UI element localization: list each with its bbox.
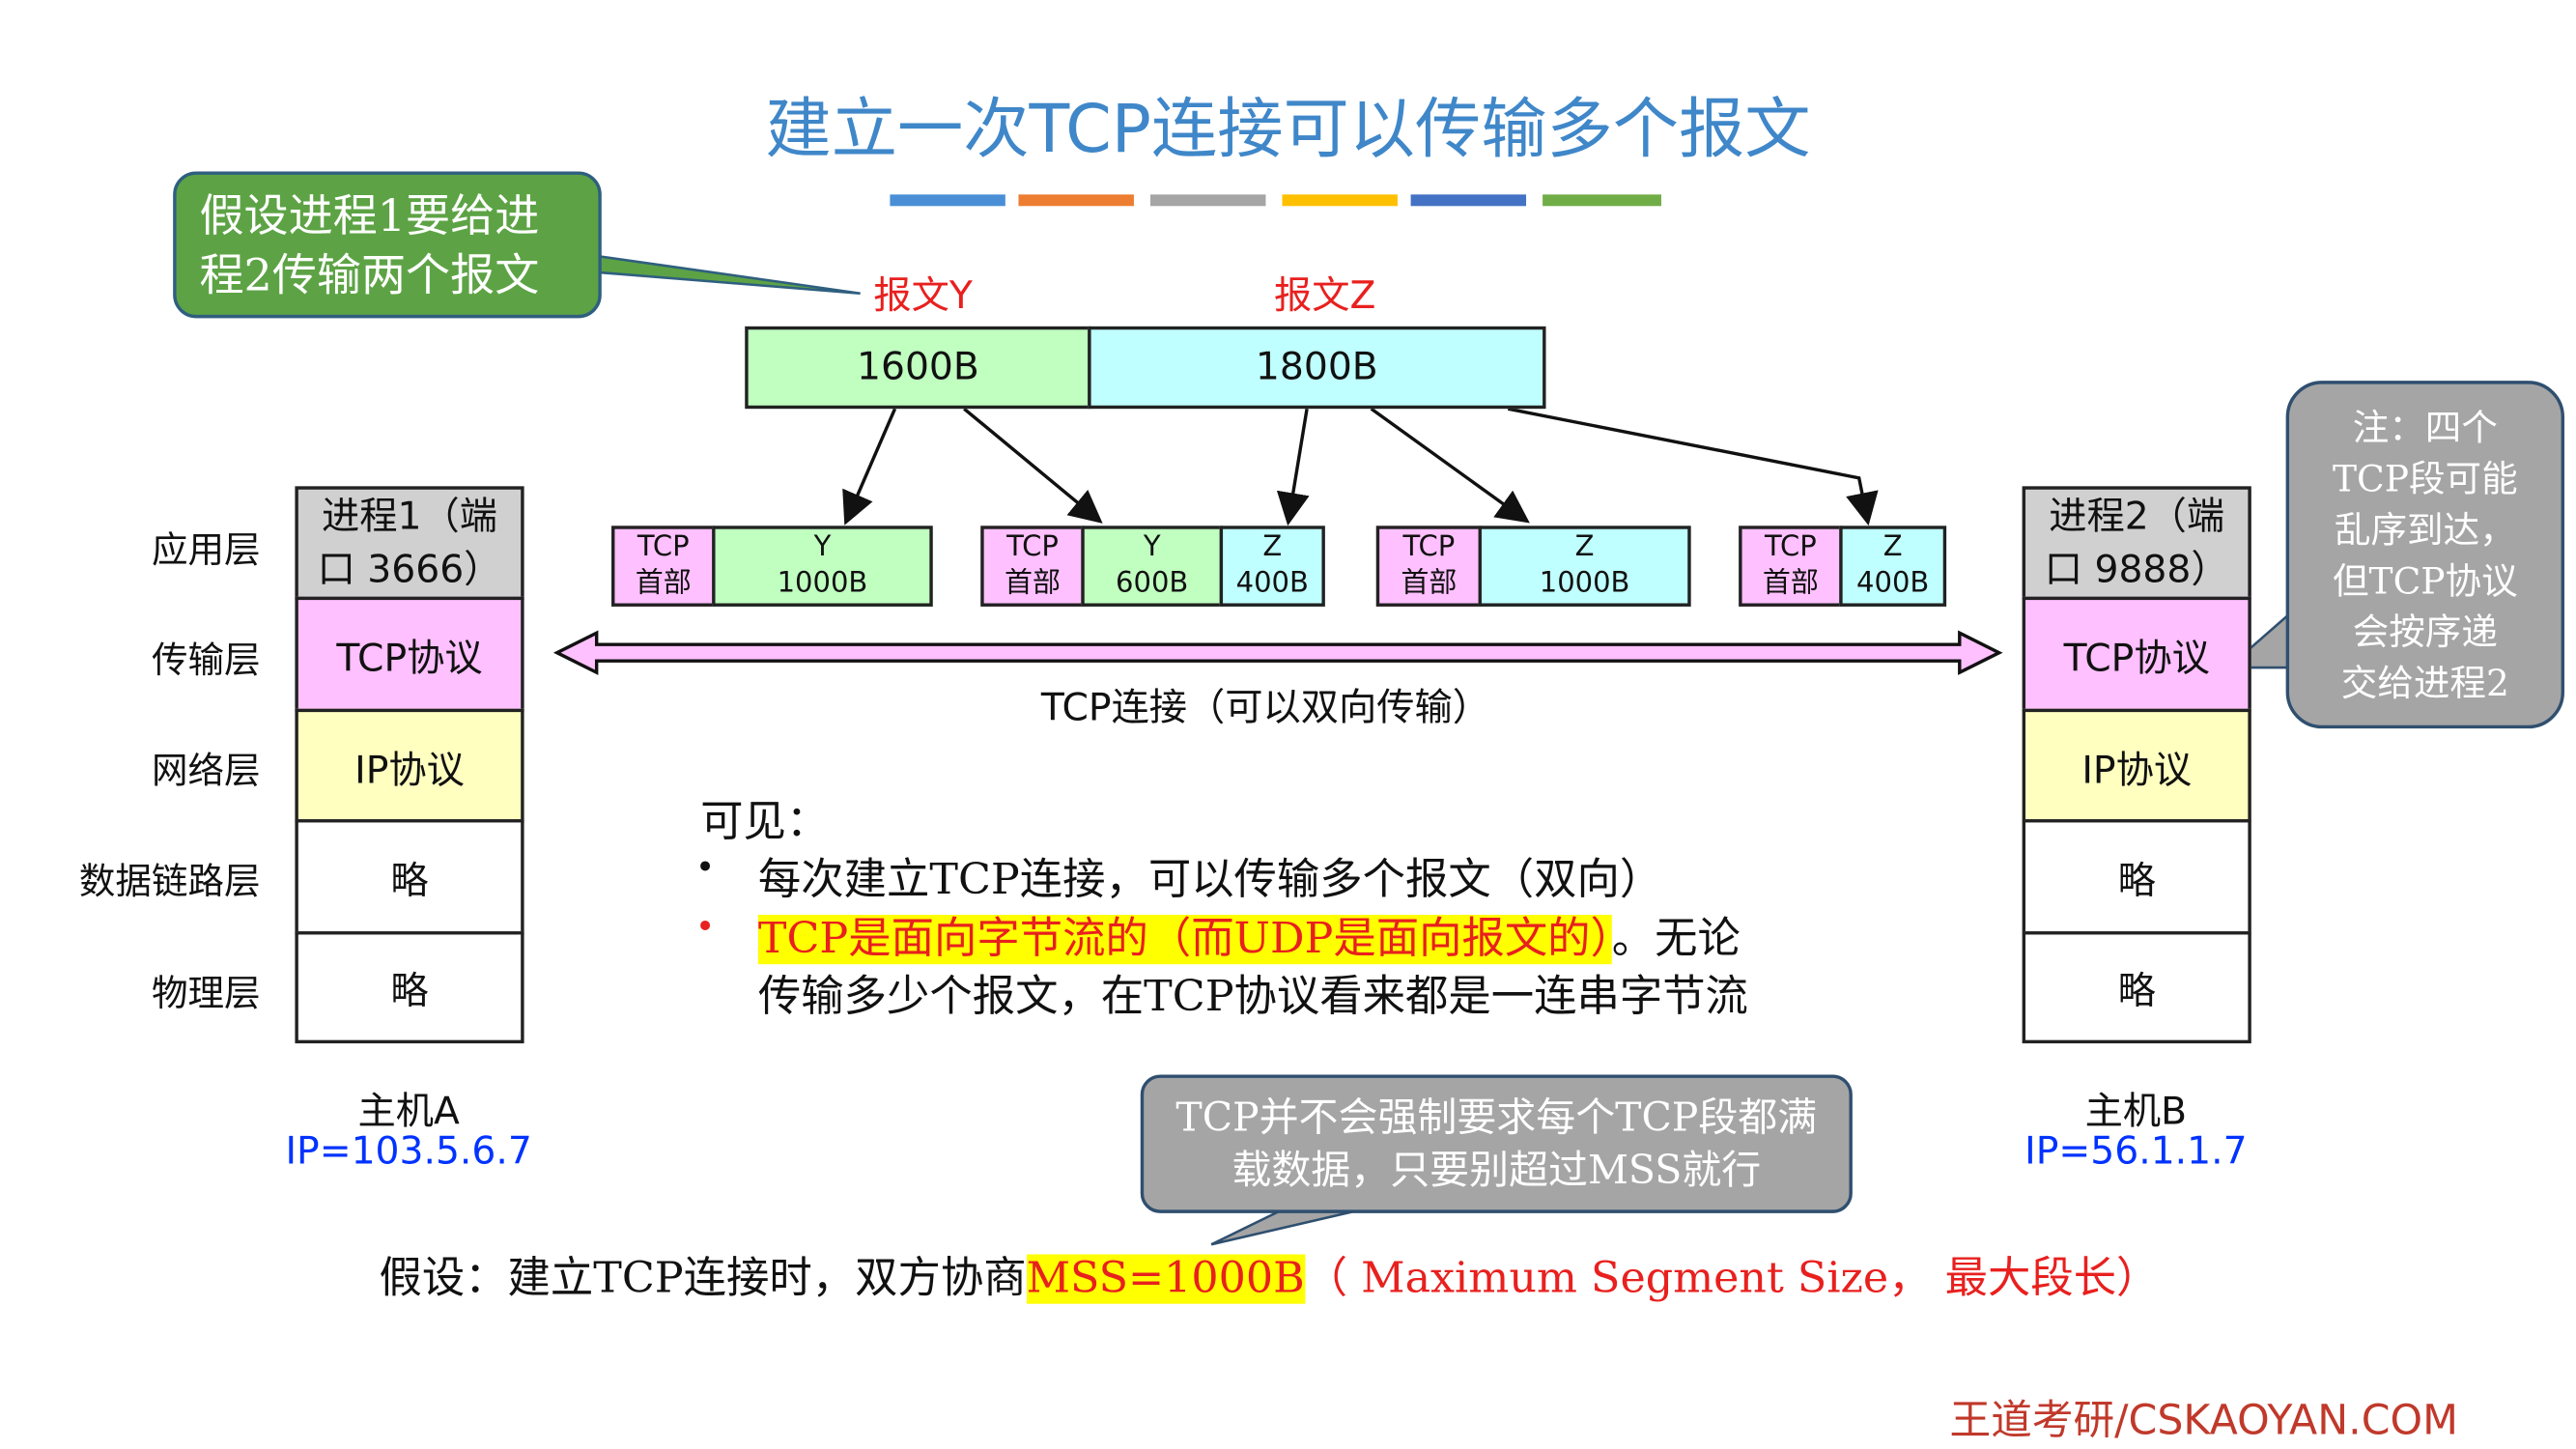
layer-label: 应用层	[151, 530, 261, 573]
accent-bar	[1282, 194, 1398, 207]
physical-layer-box: 略	[2022, 931, 2251, 1044]
process-box: 进程2（端口 9888）	[2022, 486, 2251, 601]
highlight-text: TCP是面向字节流的（而UDP是面向报文的）	[757, 914, 1612, 965]
link-layer-box: 略	[2022, 819, 2251, 935]
tcp-connection-arrow	[552, 630, 2003, 675]
accent-bar	[890, 194, 1005, 207]
host-a-ip: IP=103.5.6.7	[285, 1130, 532, 1174]
ip-layer-box: IP协议	[2022, 708, 2251, 823]
accent-bar	[1149, 194, 1266, 207]
bullet-icon: •	[695, 906, 716, 947]
accent-bar	[1410, 194, 1527, 207]
conclusion-bullet-1: 每次建立TCP连接，可以传输多个报文（双向）	[757, 855, 1663, 905]
tcp-layer-box: TCP协议	[295, 596, 524, 713]
assume-callout: 假设进程1要给进程2传输两个报文	[173, 171, 602, 319]
layer-label: 传输层	[151, 640, 261, 683]
bullet-icon: •	[695, 847, 716, 887]
conclusion-bullet-2: TCP是面向字节流的（而UDP是面向报文的）。无论	[757, 914, 1741, 965]
callout-pointer	[1210, 1207, 1369, 1246]
conclusion-heading: 可见：	[700, 797, 830, 848]
split-arrow	[963, 407, 1103, 524]
message-y-label: 报文Y	[873, 274, 973, 319]
mss-callout: TCP并不会强制要求每个TCP段都满载数据，只要别超过MSS就行	[1140, 1074, 1853, 1213]
split-arrow	[1276, 408, 1310, 526]
link-layer-box: 略	[295, 819, 524, 935]
layer-label: 物理层	[151, 974, 261, 1016]
slide-title: 建立一次TCP连接可以传输多个报文	[765, 92, 1811, 169]
split-arrow	[1507, 407, 1879, 526]
accent-bar	[1543, 194, 1661, 207]
message-y: 1600B	[745, 326, 1091, 410]
assumption-text: 假设：建立TCP连接时，双方协商MSS=1000B（ Maximum Segme…	[379, 1254, 2160, 1304]
process-box: 进程1（端口 3666）	[295, 486, 524, 601]
footer-brand: 王道考研/CSKAOYAN.COM	[1949, 1396, 2458, 1444]
layer-label: 网络层	[151, 752, 261, 793]
accent-bar	[1018, 194, 1134, 207]
ip-layer-box: IP协议	[295, 708, 524, 823]
message-z: 1800B	[1088, 326, 1546, 410]
physical-layer-box: 略	[295, 931, 524, 1044]
host-b-name: 主机B	[2084, 1091, 2188, 1134]
split-arrow	[1370, 407, 1530, 524]
message-z-label: 报文Z	[1273, 274, 1376, 319]
conclusion-bullet-2-line2: 传输多少个报文，在TCP协议看来都是一连串字节流	[757, 972, 1748, 1022]
connection-label: TCP连接（可以双向传输）	[1040, 687, 1491, 730]
tcp-layer-box: TCP协议	[2022, 596, 2251, 713]
mss-value: MSS=1000B	[1026, 1254, 1305, 1304]
host-b-ip: IP=56.1.1.7	[2024, 1130, 2248, 1174]
split-arrow	[842, 408, 897, 526]
callout-pointer	[591, 213, 861, 295]
layer-label: 数据链路层	[78, 862, 261, 904]
host-a-name: 主机A	[357, 1091, 460, 1134]
